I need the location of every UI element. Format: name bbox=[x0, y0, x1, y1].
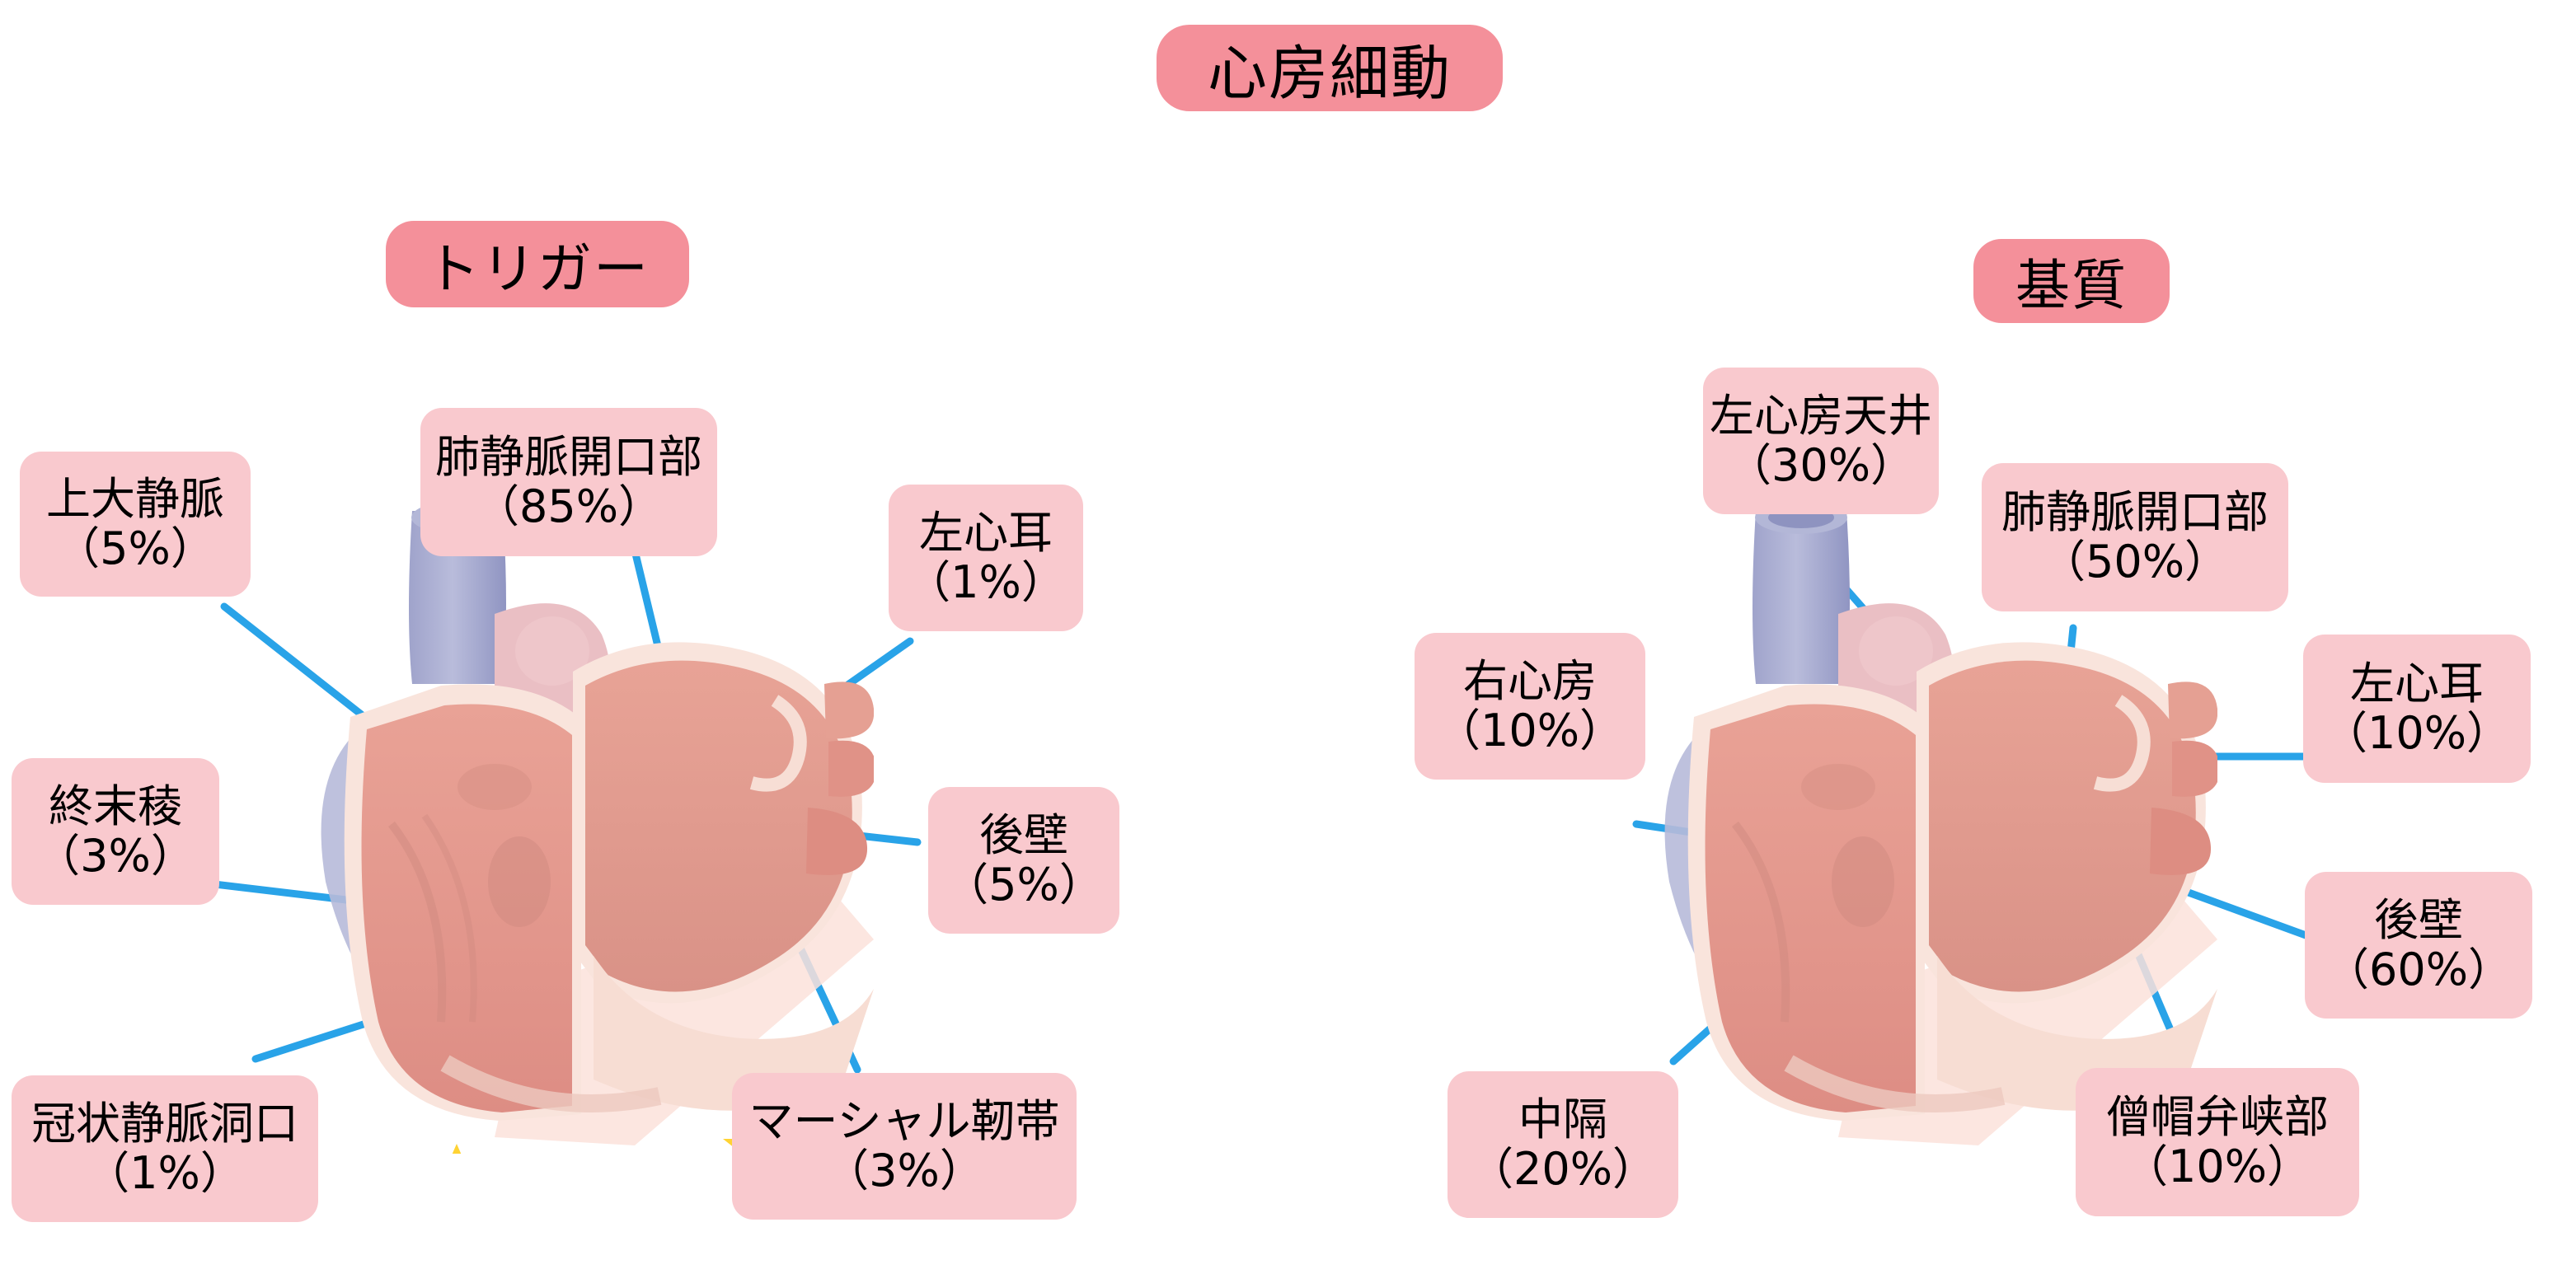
label-la-roof: 左心房天井 （30%） bbox=[1703, 368, 1939, 514]
label-la-roof-name: 左心房天井 bbox=[1710, 389, 1932, 442]
label-mitral-isthmus-name: 僧帽弁峡部 bbox=[2106, 1090, 2329, 1143]
label-laa-substrate-value: （10%） bbox=[2322, 707, 2512, 759]
section-header-substrate: 基質 bbox=[1973, 239, 2170, 323]
label-septum-name: 中隔 bbox=[1518, 1093, 1607, 1145]
label-cs-ostium: 冠状静脈洞口 （1%） bbox=[12, 1075, 318, 1222]
label-posterior-wall-trigger-value: （5%） bbox=[944, 859, 1104, 911]
label-laa-substrate: 左心耳 （10%） bbox=[2303, 635, 2531, 783]
label-pv-ostia-trigger-name: 肺静脈開口部 bbox=[435, 430, 702, 483]
label-septum-value: （20%） bbox=[1468, 1143, 1658, 1195]
label-crista: 終末稜 （3%） bbox=[12, 758, 219, 905]
label-right-atrium-value: （10%） bbox=[1435, 705, 1625, 756]
label-marshall-name: マーシャル靭帯 bbox=[748, 1094, 1060, 1147]
heart-illustration-substrate bbox=[1664, 501, 2217, 1154]
label-septum: 中隔 （20%） bbox=[1448, 1071, 1678, 1218]
label-posterior-wall-substrate-value: （60%） bbox=[2324, 944, 2513, 995]
label-svc: 上大静脈 （5%） bbox=[20, 452, 251, 597]
label-pv-ostia-substrate: 肺静脈開口部 （50%） bbox=[1982, 463, 2288, 611]
label-laa-trigger-value: （1%） bbox=[906, 556, 1066, 608]
label-marshall-value: （3%） bbox=[824, 1145, 984, 1197]
label-pv-ostia-substrate-name: 肺静脈開口部 bbox=[2001, 485, 2269, 538]
label-marshall: マーシャル靭帯 （3%） bbox=[732, 1073, 1077, 1220]
label-mitral-isthmus-value: （10%） bbox=[2123, 1140, 2312, 1192]
label-svc-name: 上大静脈 bbox=[46, 472, 224, 525]
label-posterior-wall-trigger-name: 後壁 bbox=[979, 808, 1068, 861]
label-right-atrium-name: 右心房 bbox=[1463, 654, 1597, 707]
label-pv-ostia-trigger: 肺静脈開口部 （85%） bbox=[420, 408, 717, 556]
label-la-roof-value: （30%） bbox=[1726, 439, 1916, 491]
label-posterior-wall-trigger: 後壁 （5%） bbox=[928, 787, 1119, 934]
label-laa-trigger-name: 左心耳 bbox=[919, 506, 1053, 559]
label-posterior-wall-substrate-name: 後壁 bbox=[2374, 893, 2463, 946]
label-crista-value: （3%） bbox=[35, 830, 195, 882]
label-posterior-wall-substrate: 後壁 （60%） bbox=[2305, 872, 2532, 1019]
label-cs-ostium-value: （1%） bbox=[85, 1147, 245, 1199]
label-laa-substrate-name: 左心耳 bbox=[2350, 657, 2484, 710]
label-pv-ostia-substrate-value: （50%） bbox=[2040, 536, 2230, 588]
label-svc-value: （5%） bbox=[55, 522, 215, 574]
label-pv-ostia-trigger-value: （85%） bbox=[474, 480, 664, 532]
label-right-atrium: 右心房 （10%） bbox=[1415, 633, 1645, 780]
label-cs-ostium-name: 冠状静脈洞口 bbox=[31, 1097, 298, 1150]
section-header-trigger: トリガー bbox=[386, 221, 689, 307]
label-mitral-isthmus: 僧帽弁峡部 （10%） bbox=[2076, 1068, 2359, 1216]
label-crista-name: 終末稜 bbox=[49, 780, 182, 832]
label-laa-trigger: 左心耳 （1%） bbox=[889, 485, 1083, 631]
heart-illustration-trigger bbox=[321, 501, 874, 1154]
page-title: 心房細動 bbox=[1157, 25, 1503, 111]
